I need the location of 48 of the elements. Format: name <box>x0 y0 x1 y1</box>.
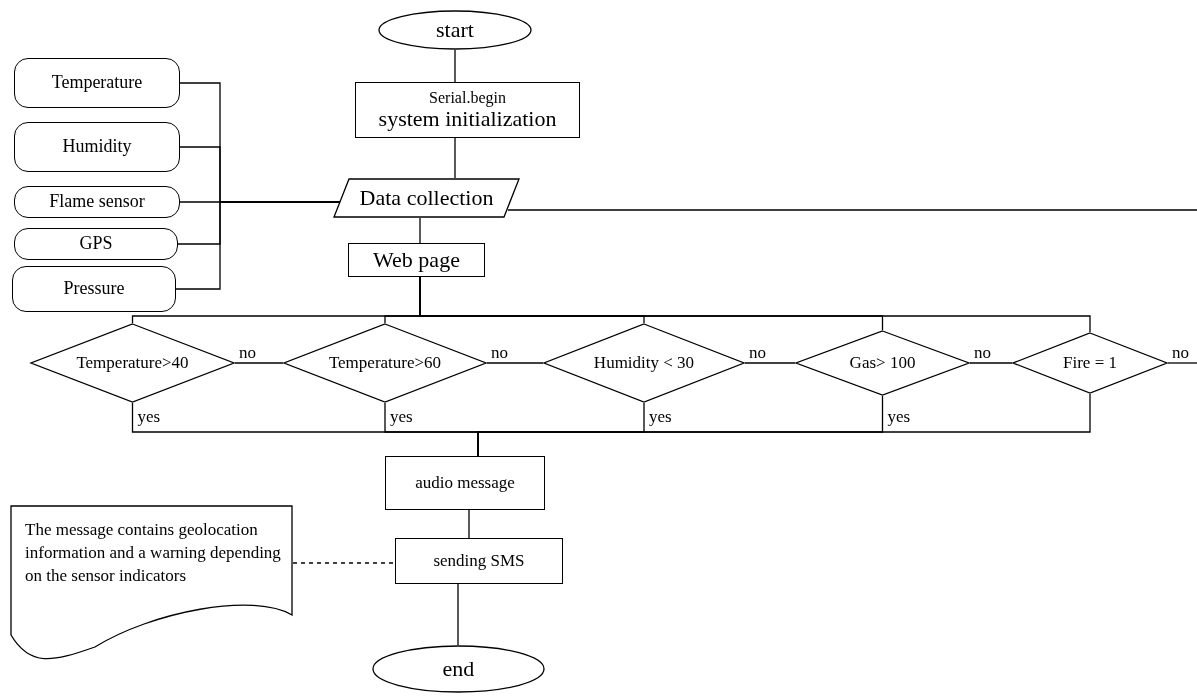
node-label: audio message <box>415 473 515 493</box>
connector-line <box>969 362 1013 364</box>
decision-diamond <box>30 323 235 403</box>
node-label: Serial.begin <box>429 89 506 107</box>
node-label: start <box>436 17 474 43</box>
node-label: Temperature>60 <box>328 353 442 373</box>
terminal-oval <box>378 10 532 50</box>
connector-line <box>507 209 1197 211</box>
node-label: Temperature <box>51 73 143 93</box>
sensor-box <box>14 186 180 218</box>
decision-diamond <box>795 330 970 396</box>
node-label: Temperature>40 <box>76 353 189 373</box>
node-label: end <box>442 656 475 682</box>
process-box <box>348 243 485 277</box>
node-label: sending SMS <box>433 551 525 571</box>
process-box <box>395 538 563 584</box>
node-label: system initialization <box>378 106 557 131</box>
dashed-connector <box>292 562 396 564</box>
connector-line <box>744 362 796 364</box>
node-label: Flame sensor <box>49 192 145 212</box>
node-label: Web page <box>373 247 460 273</box>
node-label: Pressure <box>63 279 125 299</box>
connector-line <box>419 217 421 244</box>
sensor-box <box>14 228 178 260</box>
node-label: GPS <box>79 234 113 254</box>
connector-line <box>457 583 459 646</box>
sensor-box <box>14 58 180 108</box>
decision-diamond <box>283 323 487 403</box>
node-label: Data collection <box>359 185 494 211</box>
node-label: Fire = 1 <box>1063 353 1117 373</box>
node-label: Humidity <box>62 137 132 157</box>
connector-line <box>234 362 284 364</box>
decision-diamond <box>543 323 745 403</box>
process-box <box>385 456 545 510</box>
connector-line <box>468 509 470 539</box>
node-label: Humidity < 30 <box>593 353 695 373</box>
process-box <box>355 82 580 138</box>
connector-line <box>454 137 456 179</box>
terminal-oval <box>372 645 545 693</box>
decision-diamond <box>1012 332 1168 394</box>
connector-line <box>486 362 544 364</box>
sensor-box <box>12 266 176 312</box>
data-parallelogram <box>333 178 520 218</box>
connector-line <box>454 49 456 83</box>
sensor-box <box>14 122 180 172</box>
note-text: The message contains geolocation information and a warning depending on the sensor indicators <box>25 519 282 587</box>
node-label: Gas> 100 <box>849 353 916 373</box>
connector-line <box>1167 362 1197 364</box>
